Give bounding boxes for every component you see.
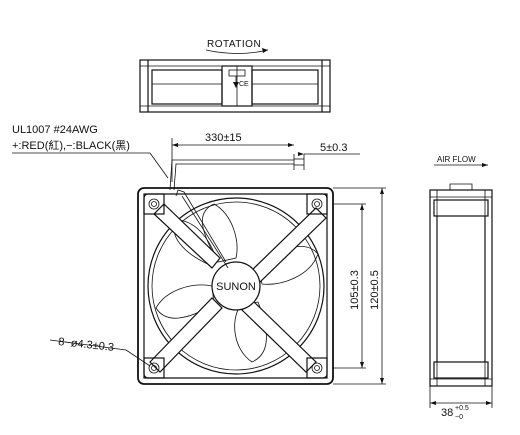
brand-label: SUNON xyxy=(216,281,256,293)
wire-spec-label: UL1007 #24AWG xyxy=(12,124,98,136)
strip-length-label: 5±0.3 xyxy=(320,142,347,154)
depth-tol-upper: +0.5 xyxy=(455,405,469,412)
wire-annotation: UL1007 #24AWG +:RED(紅),−:BLACK(黑) xyxy=(12,124,169,179)
ce-mark: CE xyxy=(239,81,249,88)
hole-spacing-label: 105±0.3 xyxy=(349,270,361,310)
lead-length-label: 330±15 xyxy=(205,132,242,144)
frame-size-label: 120±0.5 xyxy=(369,270,381,310)
mounting-hole-callout: 8−ø4.3±0.3 xyxy=(49,336,151,367)
fan-hub xyxy=(211,261,261,311)
front-view: SUNON xyxy=(137,187,334,385)
depth-tol-lower: −0 xyxy=(455,414,463,421)
air-flow-label: AIR FLOW xyxy=(437,155,476,164)
mounting-holes xyxy=(143,193,328,379)
struts xyxy=(149,203,327,373)
depth-value: 38 xyxy=(441,407,453,419)
rotation-label: ROTATION xyxy=(207,39,261,50)
side-view: AIR FLOW 38 +0.5 −0 xyxy=(429,155,493,421)
top-view: ROTATION CE xyxy=(139,39,331,113)
vertical-dimensions: 105±0.3 120±0.5 xyxy=(333,187,386,385)
wire-colors-label: +:RED(紅),−:BLACK(黑) xyxy=(12,139,130,152)
lead-length-dimension: 330±15 5±0.3 xyxy=(169,132,360,191)
